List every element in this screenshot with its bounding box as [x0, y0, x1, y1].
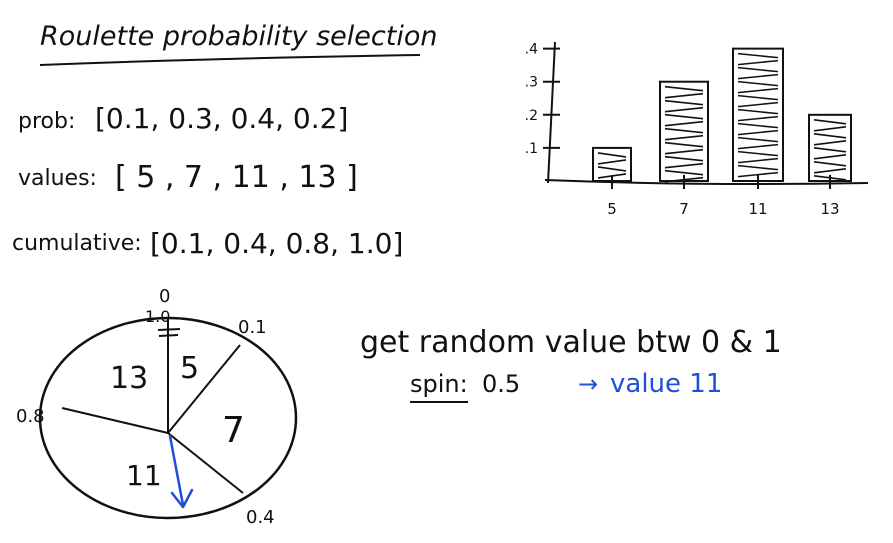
sector-5: 5 [180, 351, 199, 386]
x-axis [544, 179, 869, 185]
roulette-wheel: 1.0 0 0.1 0.4 0.8 5 7 11 13 [16, 286, 298, 528]
divider-0-8 [61, 407, 169, 434]
y-tick-label-3: .3 [525, 75, 538, 91]
result-value: value 11 [610, 369, 722, 399]
top-tick-marks [157, 328, 181, 337]
x-tick-label-5: 5 [607, 200, 617, 218]
divider-0-1 [167, 344, 241, 434]
result-arrow: → [578, 370, 598, 398]
label-0-1: 0.1 [238, 317, 267, 338]
divider-0-4 [167, 432, 244, 494]
cumulative-list: [0.1, 0.4, 0.8, 1.0] [150, 227, 403, 260]
x-tick-label-13: 13 [820, 200, 839, 218]
label-0-4: 0.4 [246, 507, 275, 528]
y-tick-label-1: .1 [525, 141, 538, 157]
bar-7 [659, 80, 709, 189]
bar-11 [732, 47, 784, 189]
x-tick-label-7: 7 [679, 200, 689, 218]
values-list: [ 5 , 7 , 11 , 13 ] [115, 160, 358, 195]
sector-13: 13 [110, 361, 148, 396]
label-0-8: 0.8 [16, 406, 45, 427]
prob-list: [0.1, 0.3, 0.4, 0.2] [95, 102, 348, 135]
sector-11: 11 [126, 459, 162, 492]
spin-arrow [168, 434, 194, 509]
values-label: values: [18, 166, 97, 191]
label-1-0: 1.0 [145, 307, 170, 326]
probability-bar-chart: .1 .2 .3 .4 5 7 11 13 [525, 41, 869, 218]
title-underline [39, 54, 421, 66]
bar-5 [592, 146, 632, 189]
note-line-1: get random value btw 0 & 1 [360, 325, 782, 360]
page-title: Roulette probability selection [40, 21, 437, 52]
x-tick-label-11: 11 [748, 200, 767, 218]
spin-label: spin: [410, 370, 468, 398]
y-tick-label-2: .2 [525, 108, 538, 124]
cumulative-label: cumulative: [12, 231, 142, 256]
y-tick-label-4: .4 [525, 42, 538, 58]
sector-7: 7 [222, 410, 245, 451]
prob-label: prob: [18, 109, 75, 134]
label-1-0-zero: 0 [159, 286, 170, 307]
bar-13 [808, 113, 852, 189]
y-axis [547, 41, 556, 184]
spin-value: 0.5 [482, 370, 520, 398]
